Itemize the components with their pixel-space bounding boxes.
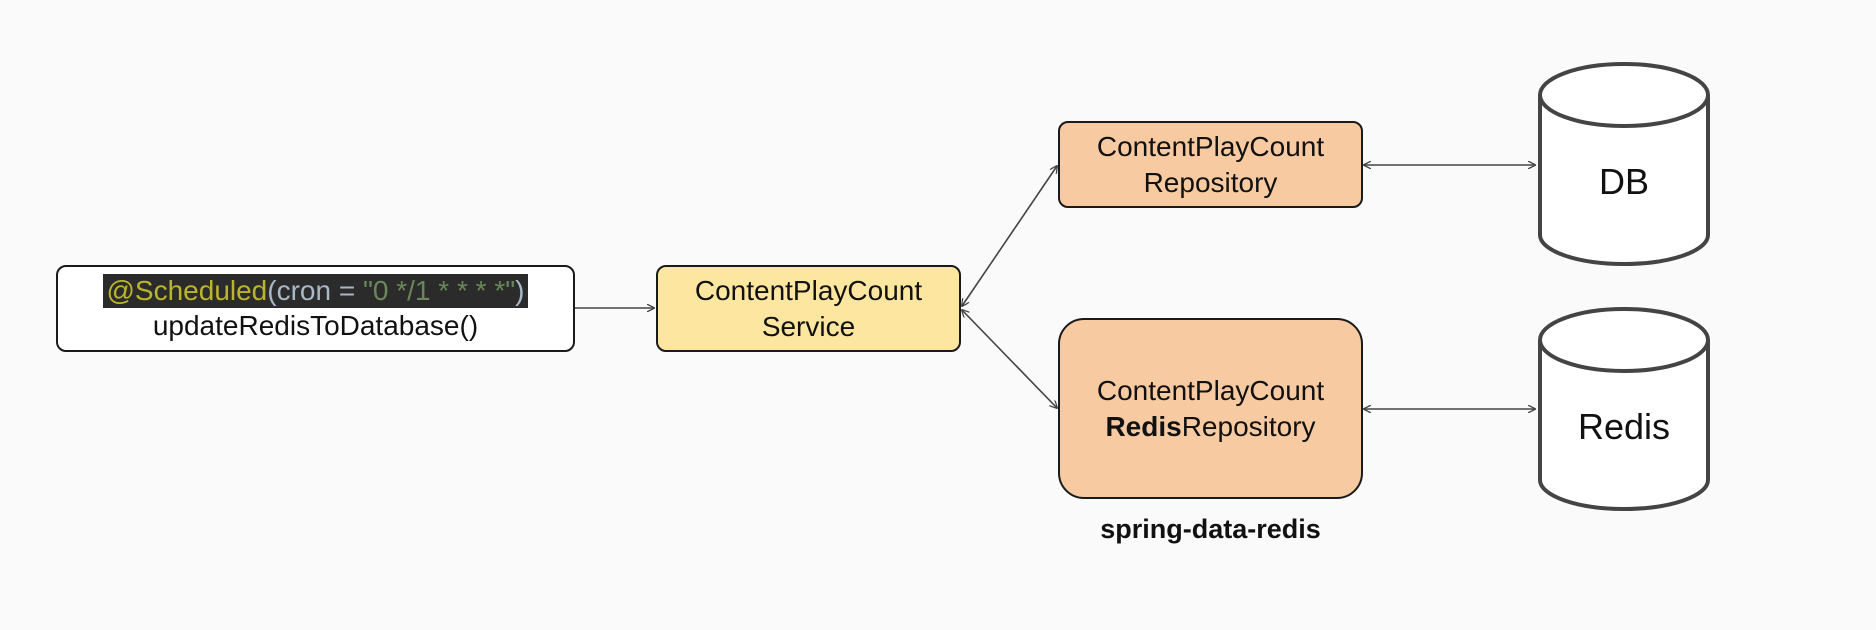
redis-label: Redis — [1577, 406, 1671, 447]
redis-repository-node: ContentPlayCount RedisRepository — [1058, 318, 1363, 499]
redis-repository-label-line1: ContentPlayCount — [1096, 374, 1325, 406]
redis-database-node: Redis — [1536, 305, 1712, 515]
annotation-param: (cron = — [267, 274, 363, 306]
redis-repository-label-bold: Redis — [1105, 410, 1182, 442]
scheduled-annotation-code: @Scheduled(cron = "0 */1 * * * *") — [102, 273, 529, 308]
db-database-node: DB — [1536, 60, 1712, 270]
arrow-service-repository — [962, 166, 1057, 306]
repository-label-line1: ContentPlayCount — [1096, 130, 1325, 162]
redis-repository-label-line2: RedisRepository — [1105, 409, 1315, 445]
redis-repository-label-rest: Repository — [1181, 410, 1316, 442]
annotation-name: @Scheduled — [106, 274, 268, 306]
database-cylinder-icon — [1538, 307, 1710, 511]
service-node: ContentPlayCount Service — [656, 265, 961, 352]
database-cylinder-icon — [1538, 62, 1710, 266]
db-label: DB — [1598, 161, 1649, 202]
service-label-line1: ContentPlayCount — [694, 274, 923, 306]
spring-data-redis-caption: spring-data-redis — [1100, 514, 1321, 544]
arrow-service-redis-repository — [962, 310, 1057, 408]
annotation-close: ) — [515, 274, 525, 306]
repository-node: ContentPlayCount Repository — [1058, 121, 1363, 208]
service-label-line2: Service — [761, 310, 856, 342]
repository-label-line2: Repository — [1143, 166, 1278, 198]
scheduler-method-name: updateRedisToDatabase() — [152, 309, 479, 341]
scheduler-node: @Scheduled(cron = "0 */1 * * * *") updat… — [56, 265, 575, 352]
cron-expression: "0 */1 * * * *" — [362, 274, 516, 306]
